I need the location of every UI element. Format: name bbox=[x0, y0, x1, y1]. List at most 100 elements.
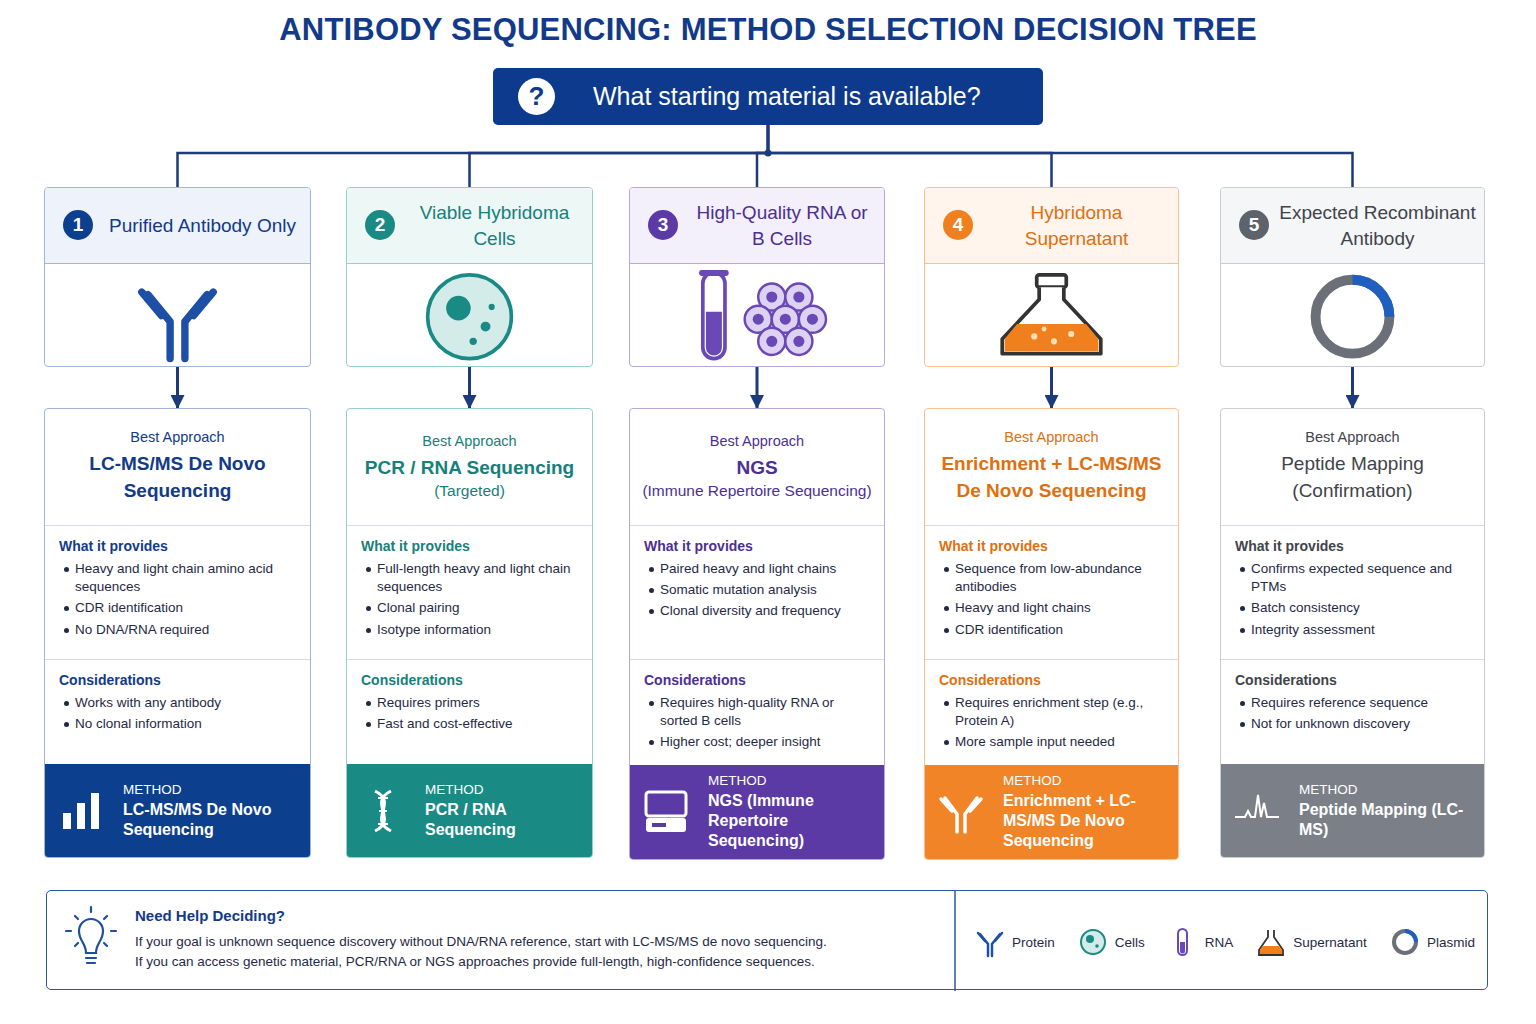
material-icon bbox=[45, 265, 310, 366]
legend-text: RNA bbox=[1205, 935, 1234, 950]
bullet-item: Paired heavy and light chains bbox=[644, 560, 872, 578]
bullet-item: More sample input needed bbox=[939, 733, 1166, 751]
approach-label: Best Approach bbox=[710, 433, 804, 449]
step-number: 4 bbox=[943, 210, 973, 240]
bullet-item: Requires high-quality RNA or sorted B ce… bbox=[644, 694, 872, 730]
approach-section: Best ApproachPeptide Mapping (Confirmati… bbox=[1221, 409, 1484, 525]
step-number: 2 bbox=[365, 210, 395, 240]
bullet-item: Full-length heavy and light chain sequen… bbox=[361, 560, 580, 596]
section-heading: What it provides bbox=[644, 538, 872, 554]
section-heading: What it provides bbox=[59, 538, 298, 554]
approach-name: NGS bbox=[736, 455, 777, 482]
material-title: High-Quality RNA or B Cells bbox=[688, 200, 876, 251]
bullet-item: Isotype information bbox=[361, 621, 580, 639]
material-title-wrap: Expected Recombinant Antibody bbox=[1279, 188, 1476, 263]
step-number-text: 4 bbox=[953, 214, 964, 236]
step-number: 1 bbox=[63, 210, 93, 240]
bullet-item: Fast and cost-effective bbox=[361, 715, 580, 733]
approach-section: Best ApproachPCR / RNA Sequencing(Target… bbox=[347, 409, 592, 525]
bullet-item: Somatic mutation analysis bbox=[644, 581, 872, 599]
method-icon-holder bbox=[642, 788, 690, 836]
bullet-item: No clonal information bbox=[59, 715, 298, 733]
provides-section: What it providesPaired heavy and light c… bbox=[630, 525, 884, 659]
branch-line bbox=[178, 125, 769, 187]
section-heading: Considerations bbox=[59, 672, 298, 688]
considerations-section: ConsiderationsRequires high-quality RNA … bbox=[630, 659, 884, 765]
material-title: Hybridoma Supernatant bbox=[983, 200, 1170, 251]
material-icon-holder bbox=[45, 265, 310, 366]
material-title: Viable Hybridoma Cells bbox=[405, 200, 584, 251]
flow-arrow bbox=[756, 367, 759, 408]
material-icon-holder bbox=[630, 265, 884, 366]
bullet-item: Heavy and light chains bbox=[939, 599, 1166, 617]
material-title-wrap: Viable Hybridoma Cells bbox=[405, 188, 584, 263]
legend-icon bbox=[974, 926, 1006, 958]
bullet-item: Requires reference sequence bbox=[1235, 694, 1472, 712]
help-heading: Need Help Deciding? bbox=[135, 907, 935, 924]
approach-name: LC-MS/MS De Novo Sequencing bbox=[55, 451, 300, 504]
approach-box: Best ApproachPeptide Mapping (Confirmati… bbox=[1220, 408, 1485, 858]
branch-line bbox=[768, 125, 1052, 187]
material-icon bbox=[925, 265, 1178, 366]
material-box: Hybridoma Supernatant 4 bbox=[924, 187, 1179, 367]
bullet-item: Requires enrichment step (e.g., Protein … bbox=[939, 694, 1166, 730]
method-footer: METHODLC-MS/MS De Novo Sequencing bbox=[45, 764, 310, 857]
method-label: METHOD bbox=[1003, 773, 1170, 788]
approach-section: Best ApproachLC-MS/MS De Novo Sequencing bbox=[45, 409, 310, 525]
bullet-item: Clonal diversity and frequency bbox=[644, 602, 872, 620]
step-number-text: 3 bbox=[658, 214, 669, 236]
material-box: High-Quality RNA or B Cells 3 bbox=[629, 187, 885, 367]
material-icon-holder bbox=[925, 265, 1178, 366]
diagram-title: ANTIBODY SEQUENCING: METHOD SELECTION DE… bbox=[0, 12, 1536, 48]
method-label: METHOD bbox=[425, 782, 584, 797]
provides-section: What it providesHeavy and light chain am… bbox=[45, 525, 310, 659]
question-mark: ? bbox=[529, 81, 545, 112]
approach-name: (Immune Repertoire Sequencing) bbox=[642, 481, 871, 501]
approach-label: Best Approach bbox=[422, 433, 516, 449]
legend-icon bbox=[1077, 926, 1109, 958]
method-icon-holder bbox=[937, 788, 985, 836]
question-text: What starting material is available? bbox=[593, 68, 1033, 125]
material-icon-holder bbox=[347, 265, 592, 366]
question-box: What starting material is available?? bbox=[493, 68, 1043, 125]
legend-item: Plasmid bbox=[1389, 926, 1475, 958]
material-icon bbox=[630, 265, 884, 366]
method-icon bbox=[937, 788, 985, 836]
legend-text: Protein bbox=[1012, 935, 1055, 950]
help-line: If your goal is unknown sequence discove… bbox=[135, 932, 935, 952]
material-title-wrap: Hybridoma Supernatant bbox=[983, 188, 1170, 263]
legend-icon bbox=[1255, 926, 1287, 958]
material-title: Purified Antibody Only bbox=[109, 213, 296, 239]
legend-item: Supernatant bbox=[1255, 926, 1367, 958]
legend-text: Cells bbox=[1115, 935, 1145, 950]
section-heading: Considerations bbox=[1235, 672, 1472, 688]
material-box: Viable Hybridoma Cells 2 bbox=[346, 187, 593, 367]
bullet-item: Integrity assessment bbox=[1235, 621, 1472, 639]
section-heading: What it provides bbox=[361, 538, 580, 554]
legend-icon bbox=[1167, 926, 1199, 958]
method-icon bbox=[57, 787, 105, 835]
section-heading: What it provides bbox=[939, 538, 1166, 554]
legend-text: Plasmid bbox=[1427, 935, 1475, 950]
legend-item: RNA bbox=[1167, 926, 1234, 958]
method-name: Enrichment + LC-MS/MS De Novo Sequencing bbox=[1003, 791, 1170, 851]
step-number: 5 bbox=[1239, 210, 1269, 240]
method-footer: METHODNGS (Immune Repertoire Sequencing) bbox=[630, 765, 884, 859]
approach-box: Best ApproachNGS(Immune Repertoire Seque… bbox=[629, 408, 885, 860]
considerations-section: ConsiderationsRequires primersFast and c… bbox=[347, 659, 592, 764]
branch-line bbox=[768, 125, 1353, 187]
provides-section: What it providesConfirms expected sequen… bbox=[1221, 525, 1484, 659]
method-icon-holder bbox=[57, 787, 105, 835]
approach-label: Best Approach bbox=[1305, 429, 1399, 445]
approach-name: (Targeted) bbox=[434, 481, 505, 501]
flow-arrow bbox=[468, 367, 471, 408]
flow-arrow bbox=[1351, 367, 1354, 408]
method-name: PCR / RNA Sequencing bbox=[425, 800, 584, 840]
material-box: Purified Antibody Only 1 bbox=[44, 187, 311, 367]
method-label: METHOD bbox=[123, 782, 302, 797]
method-footer: METHODPeptide Mapping (LC-MS) bbox=[1221, 764, 1484, 857]
material-title: Expected Recombinant Antibody bbox=[1279, 200, 1476, 251]
approach-box: Best ApproachEnrichment + LC-MS/MS De No… bbox=[924, 408, 1179, 860]
bullet-item: No DNA/RNA required bbox=[59, 621, 298, 639]
